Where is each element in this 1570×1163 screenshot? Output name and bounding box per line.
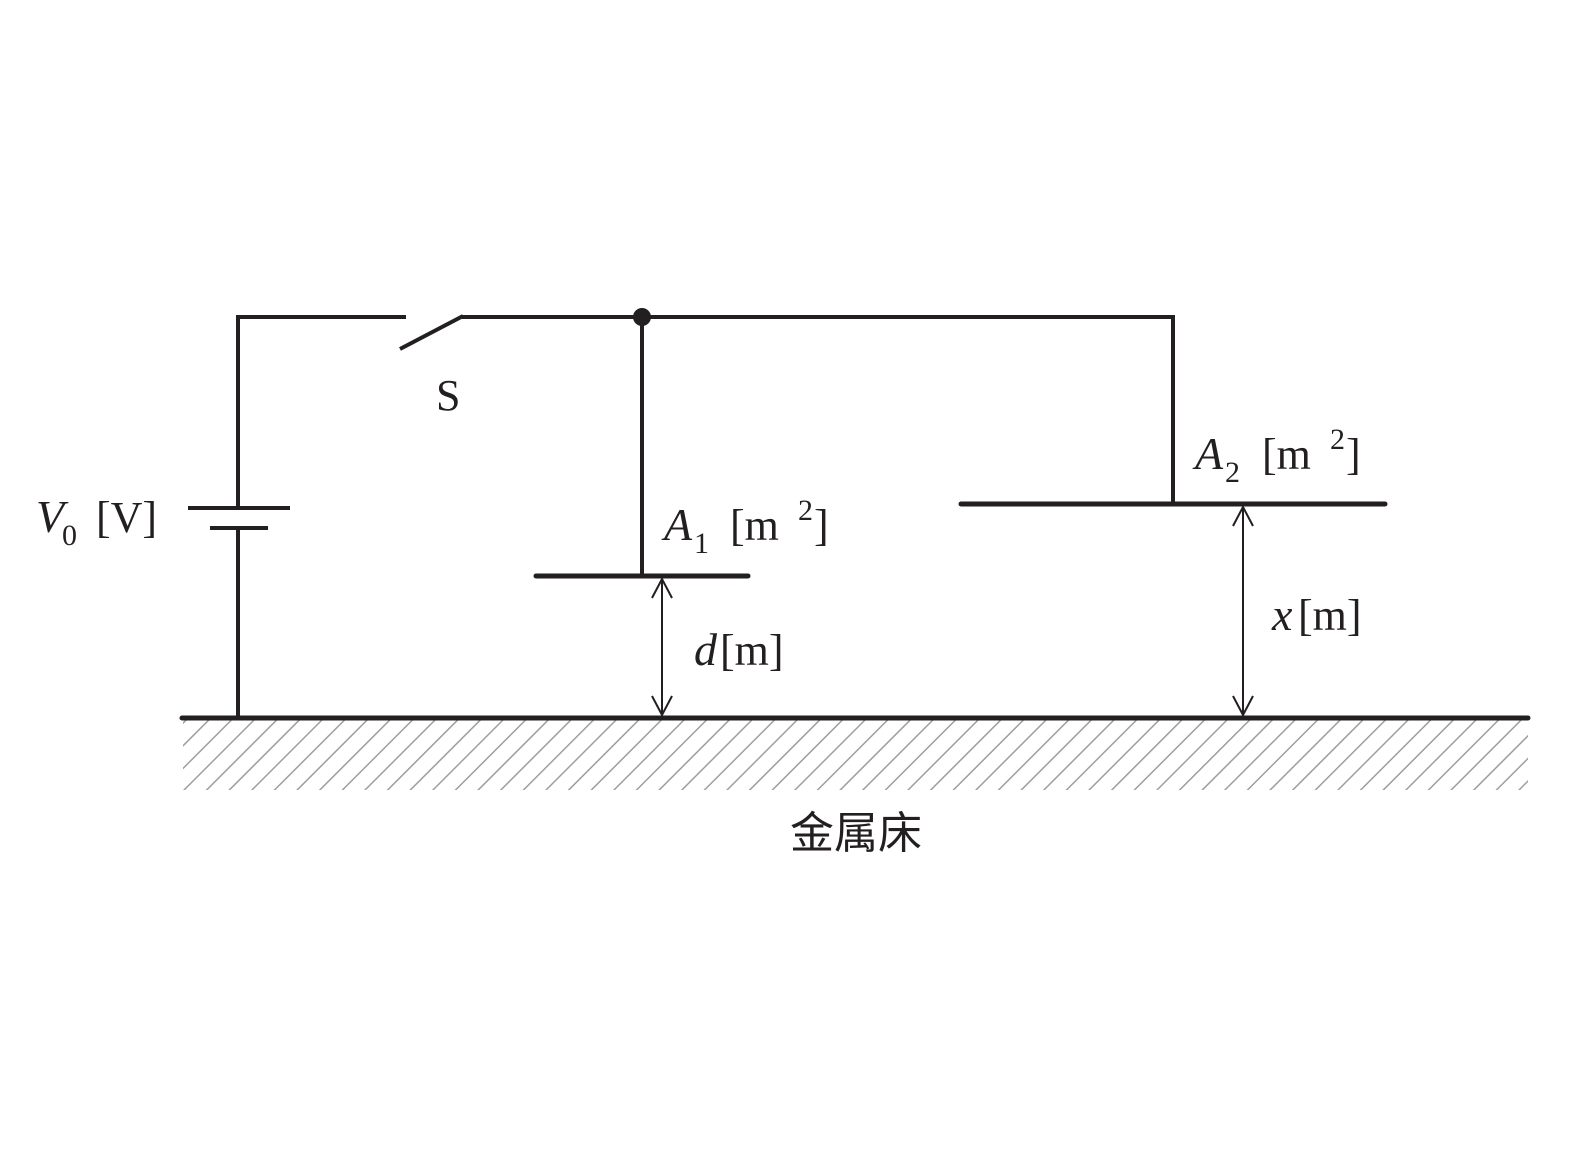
gap-x-label: x [m] [1271,589,1362,640]
svg-text:]: ] [1346,430,1361,479]
switch-label: S [436,371,460,420]
svg-text:x: x [1271,589,1293,640]
floor-hatch [183,720,1528,790]
svg-text:2: 2 [1225,456,1240,489]
svg-text:0: 0 [62,519,77,552]
svg-text:[m: [m [730,501,779,550]
plate2-label: A 2 [m 2 ] [1192,423,1361,489]
svg-text:V: V [36,491,69,542]
gap-d-arrow [651,576,673,718]
gap-d-label: d [m] [694,624,784,675]
svg-text:A: A [1192,428,1224,479]
svg-text:[V]: [V] [96,493,157,542]
svg-text:]: ] [814,501,829,550]
battery-label: V 0 [V] [36,491,157,552]
svg-text:[m]: [m] [1298,591,1362,640]
svg-text:2: 2 [1330,423,1345,456]
gap-x-arrow [1232,504,1254,718]
svg-text:2: 2 [798,494,813,527]
svg-text:[m]: [m] [720,626,784,675]
floor-label: 金属床 [790,809,922,858]
svg-text:d: d [694,624,718,675]
plate1-label: A 1 [m 2 ] [661,494,829,560]
svg-text:A: A [661,499,693,550]
switch-blade[interactable] [399,314,464,351]
svg-text:[m: [m [1262,430,1311,479]
svg-text:1: 1 [694,527,709,560]
